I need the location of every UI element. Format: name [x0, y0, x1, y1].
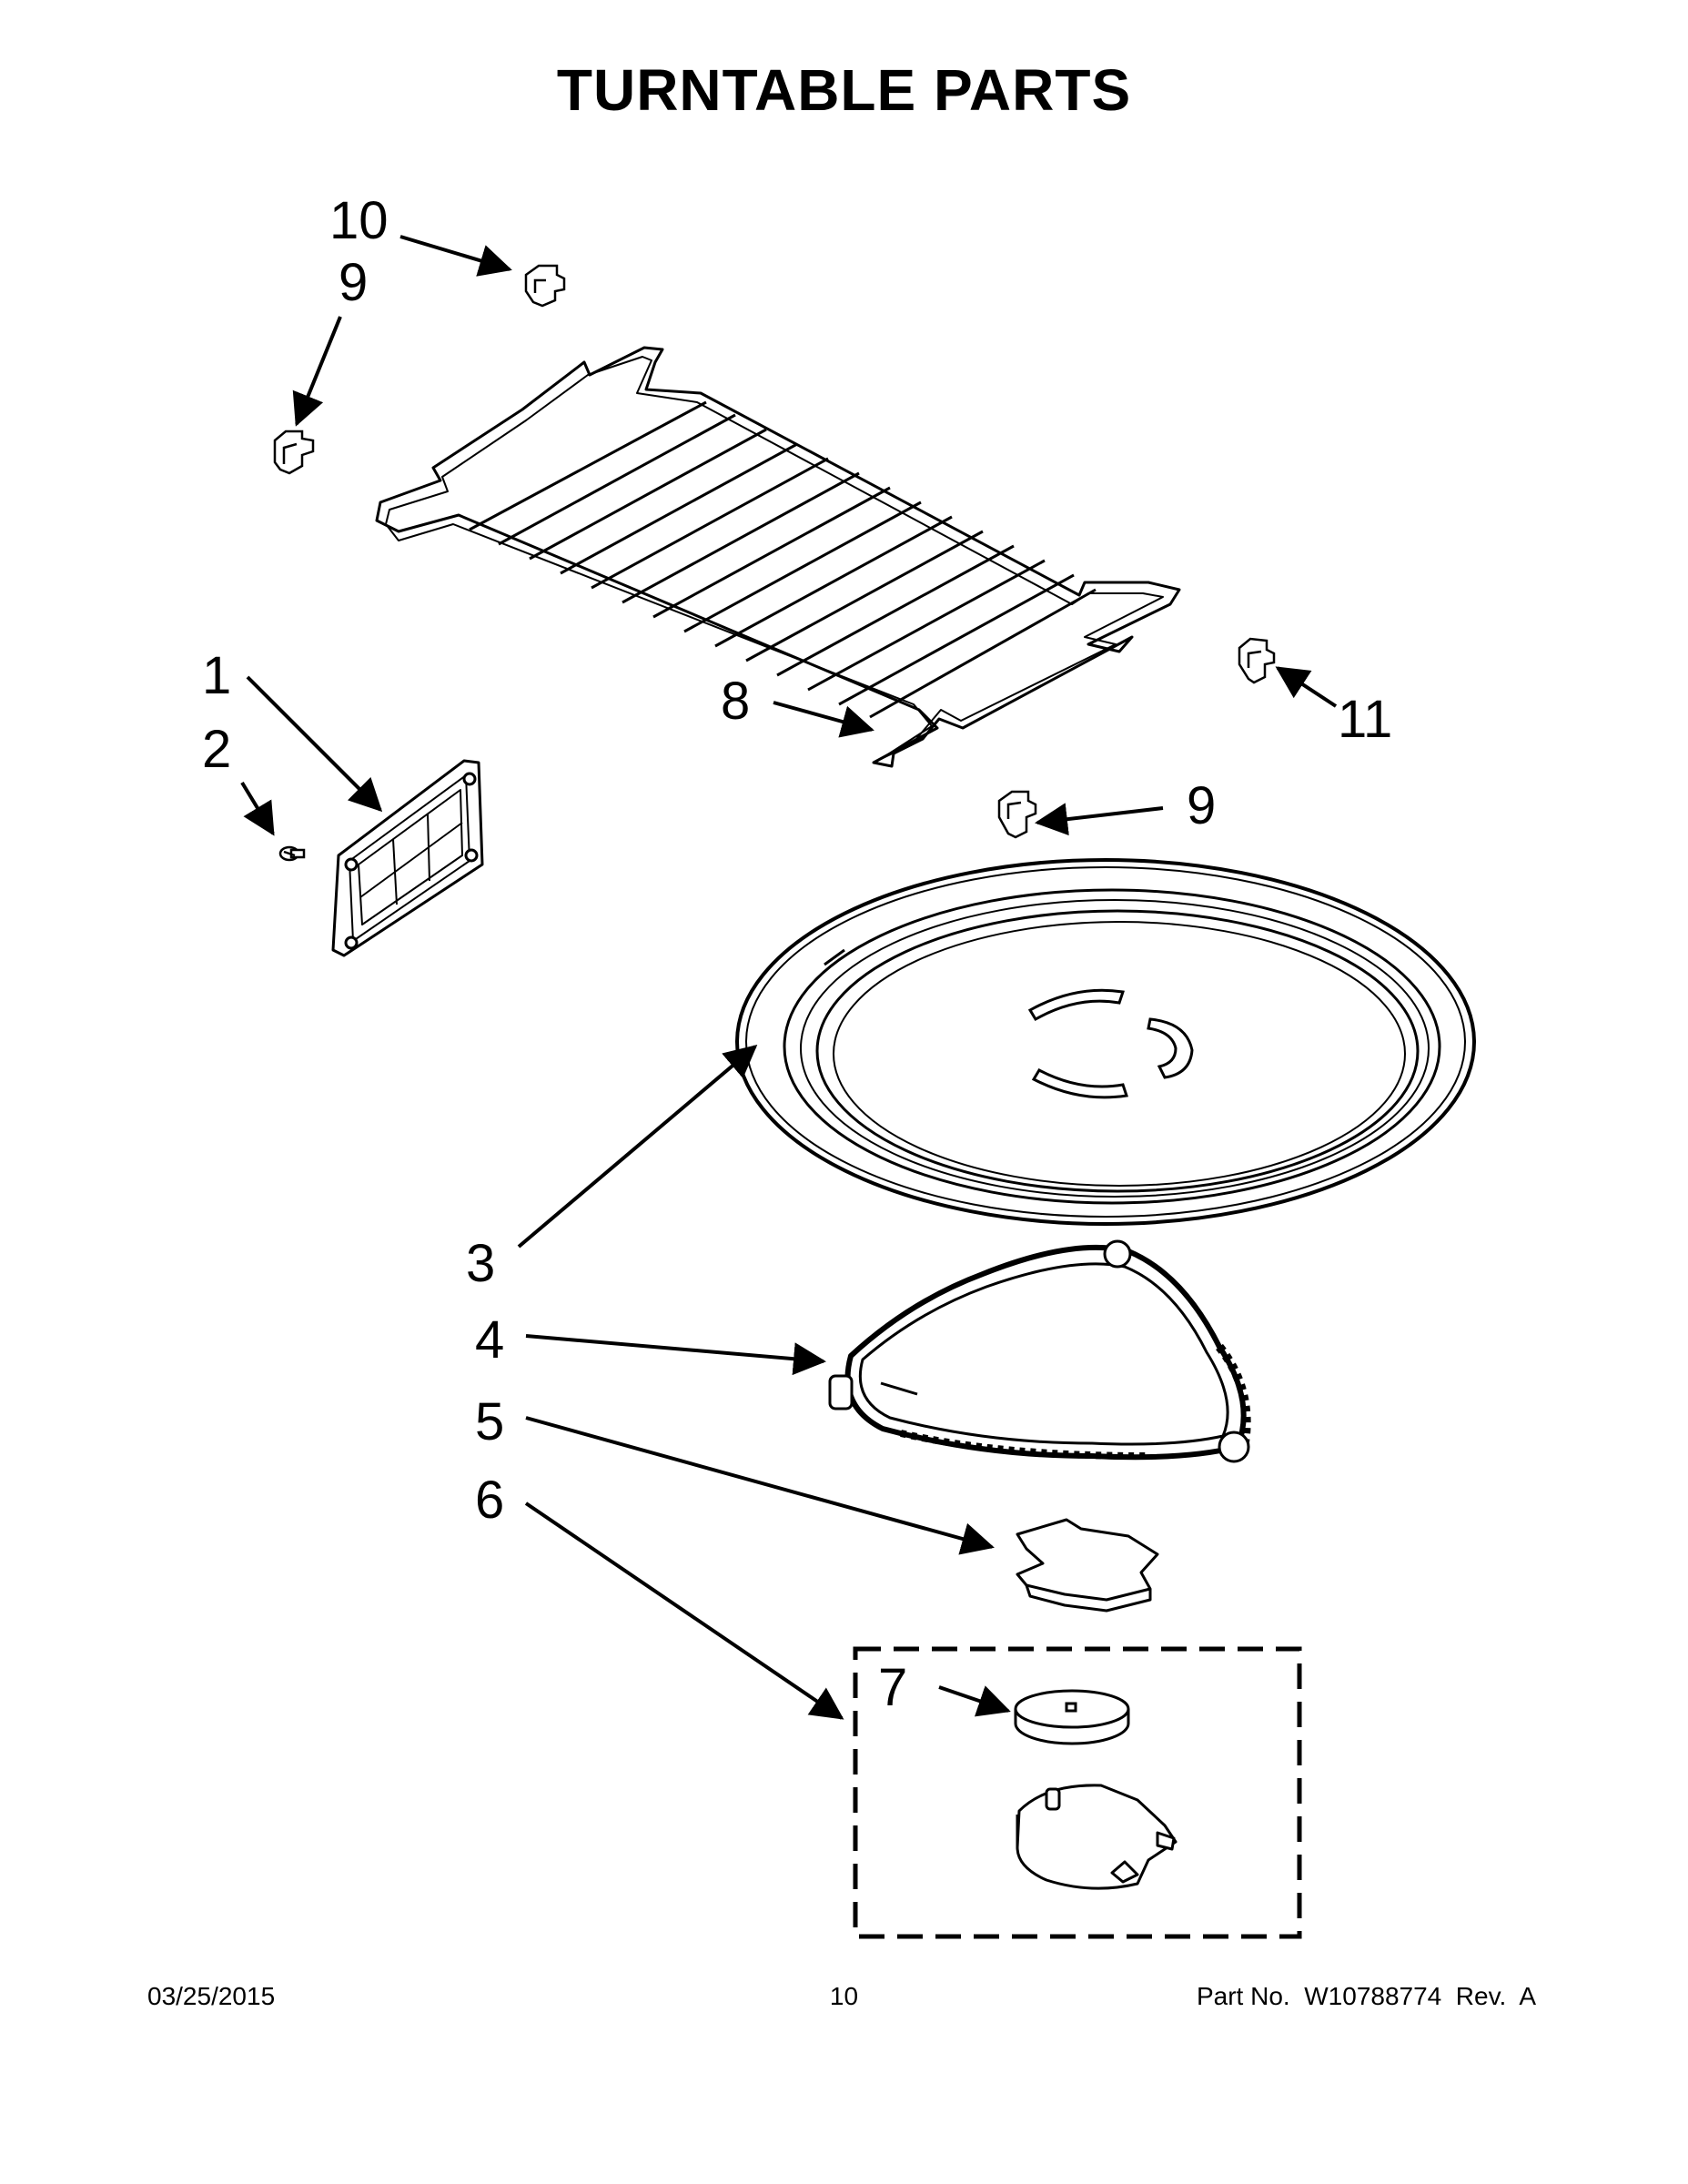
turntable-tray-icon: [735, 858, 1476, 1226]
callout-1: 1: [202, 646, 231, 705]
page-title: TURNTABLE PARTS: [556, 57, 1132, 123]
callout-7: 7: [878, 1658, 907, 1717]
rack-support-11-icon: [1238, 637, 1276, 684]
callout-10: 10: [329, 191, 389, 250]
leader-8: [773, 701, 874, 738]
leader-4: [525, 1334, 826, 1376]
leader-7: [938, 1685, 1011, 1717]
leader-1: [246, 675, 383, 813]
leader-2: [240, 781, 275, 836]
roller-ring-icon: [828, 1239, 1251, 1463]
callout-8: 8: [721, 672, 750, 731]
screw-icon: [278, 845, 306, 862]
callout-3: 3: [466, 1234, 495, 1293]
leader-6: [524, 1502, 844, 1720]
wire-rack-icon: [375, 346, 1181, 768]
leader-arrows: [240, 235, 1338, 1720]
leader-11: [1275, 666, 1338, 708]
footer-part-number: Part No. W10788774 Rev. A: [1196, 1982, 1536, 2010]
leader-10: [399, 235, 512, 277]
motor-hub-icon: [1014, 1689, 1130, 1745]
rack-support-10-icon: [524, 264, 566, 308]
footer-page-number: 10: [829, 1982, 859, 2010]
leader-3: [517, 1045, 758, 1249]
waveguide-cover-icon: [331, 759, 484, 957]
rack-support-9b-icon: [997, 790, 1037, 839]
callout-11: 11: [1338, 690, 1392, 749]
footer-date: 03/25/2015: [147, 1982, 276, 2010]
rack-support-9-icon: [273, 430, 315, 475]
callout-5: 5: [475, 1392, 504, 1451]
coupler-icon: [1016, 1518, 1159, 1613]
callout-4: 4: [475, 1310, 504, 1370]
leader-9-top: [292, 316, 342, 427]
leader-5: [525, 1416, 995, 1555]
turntable-motor-icon: [1016, 1784, 1178, 1890]
callout-6: 6: [475, 1471, 504, 1530]
callout-9-top: 9: [339, 253, 368, 312]
leader-9-right: [1035, 803, 1164, 836]
motor-assembly-box: [853, 1646, 1302, 1939]
callout-9-right: 9: [1187, 776, 1216, 835]
callout-2: 2: [202, 720, 231, 779]
